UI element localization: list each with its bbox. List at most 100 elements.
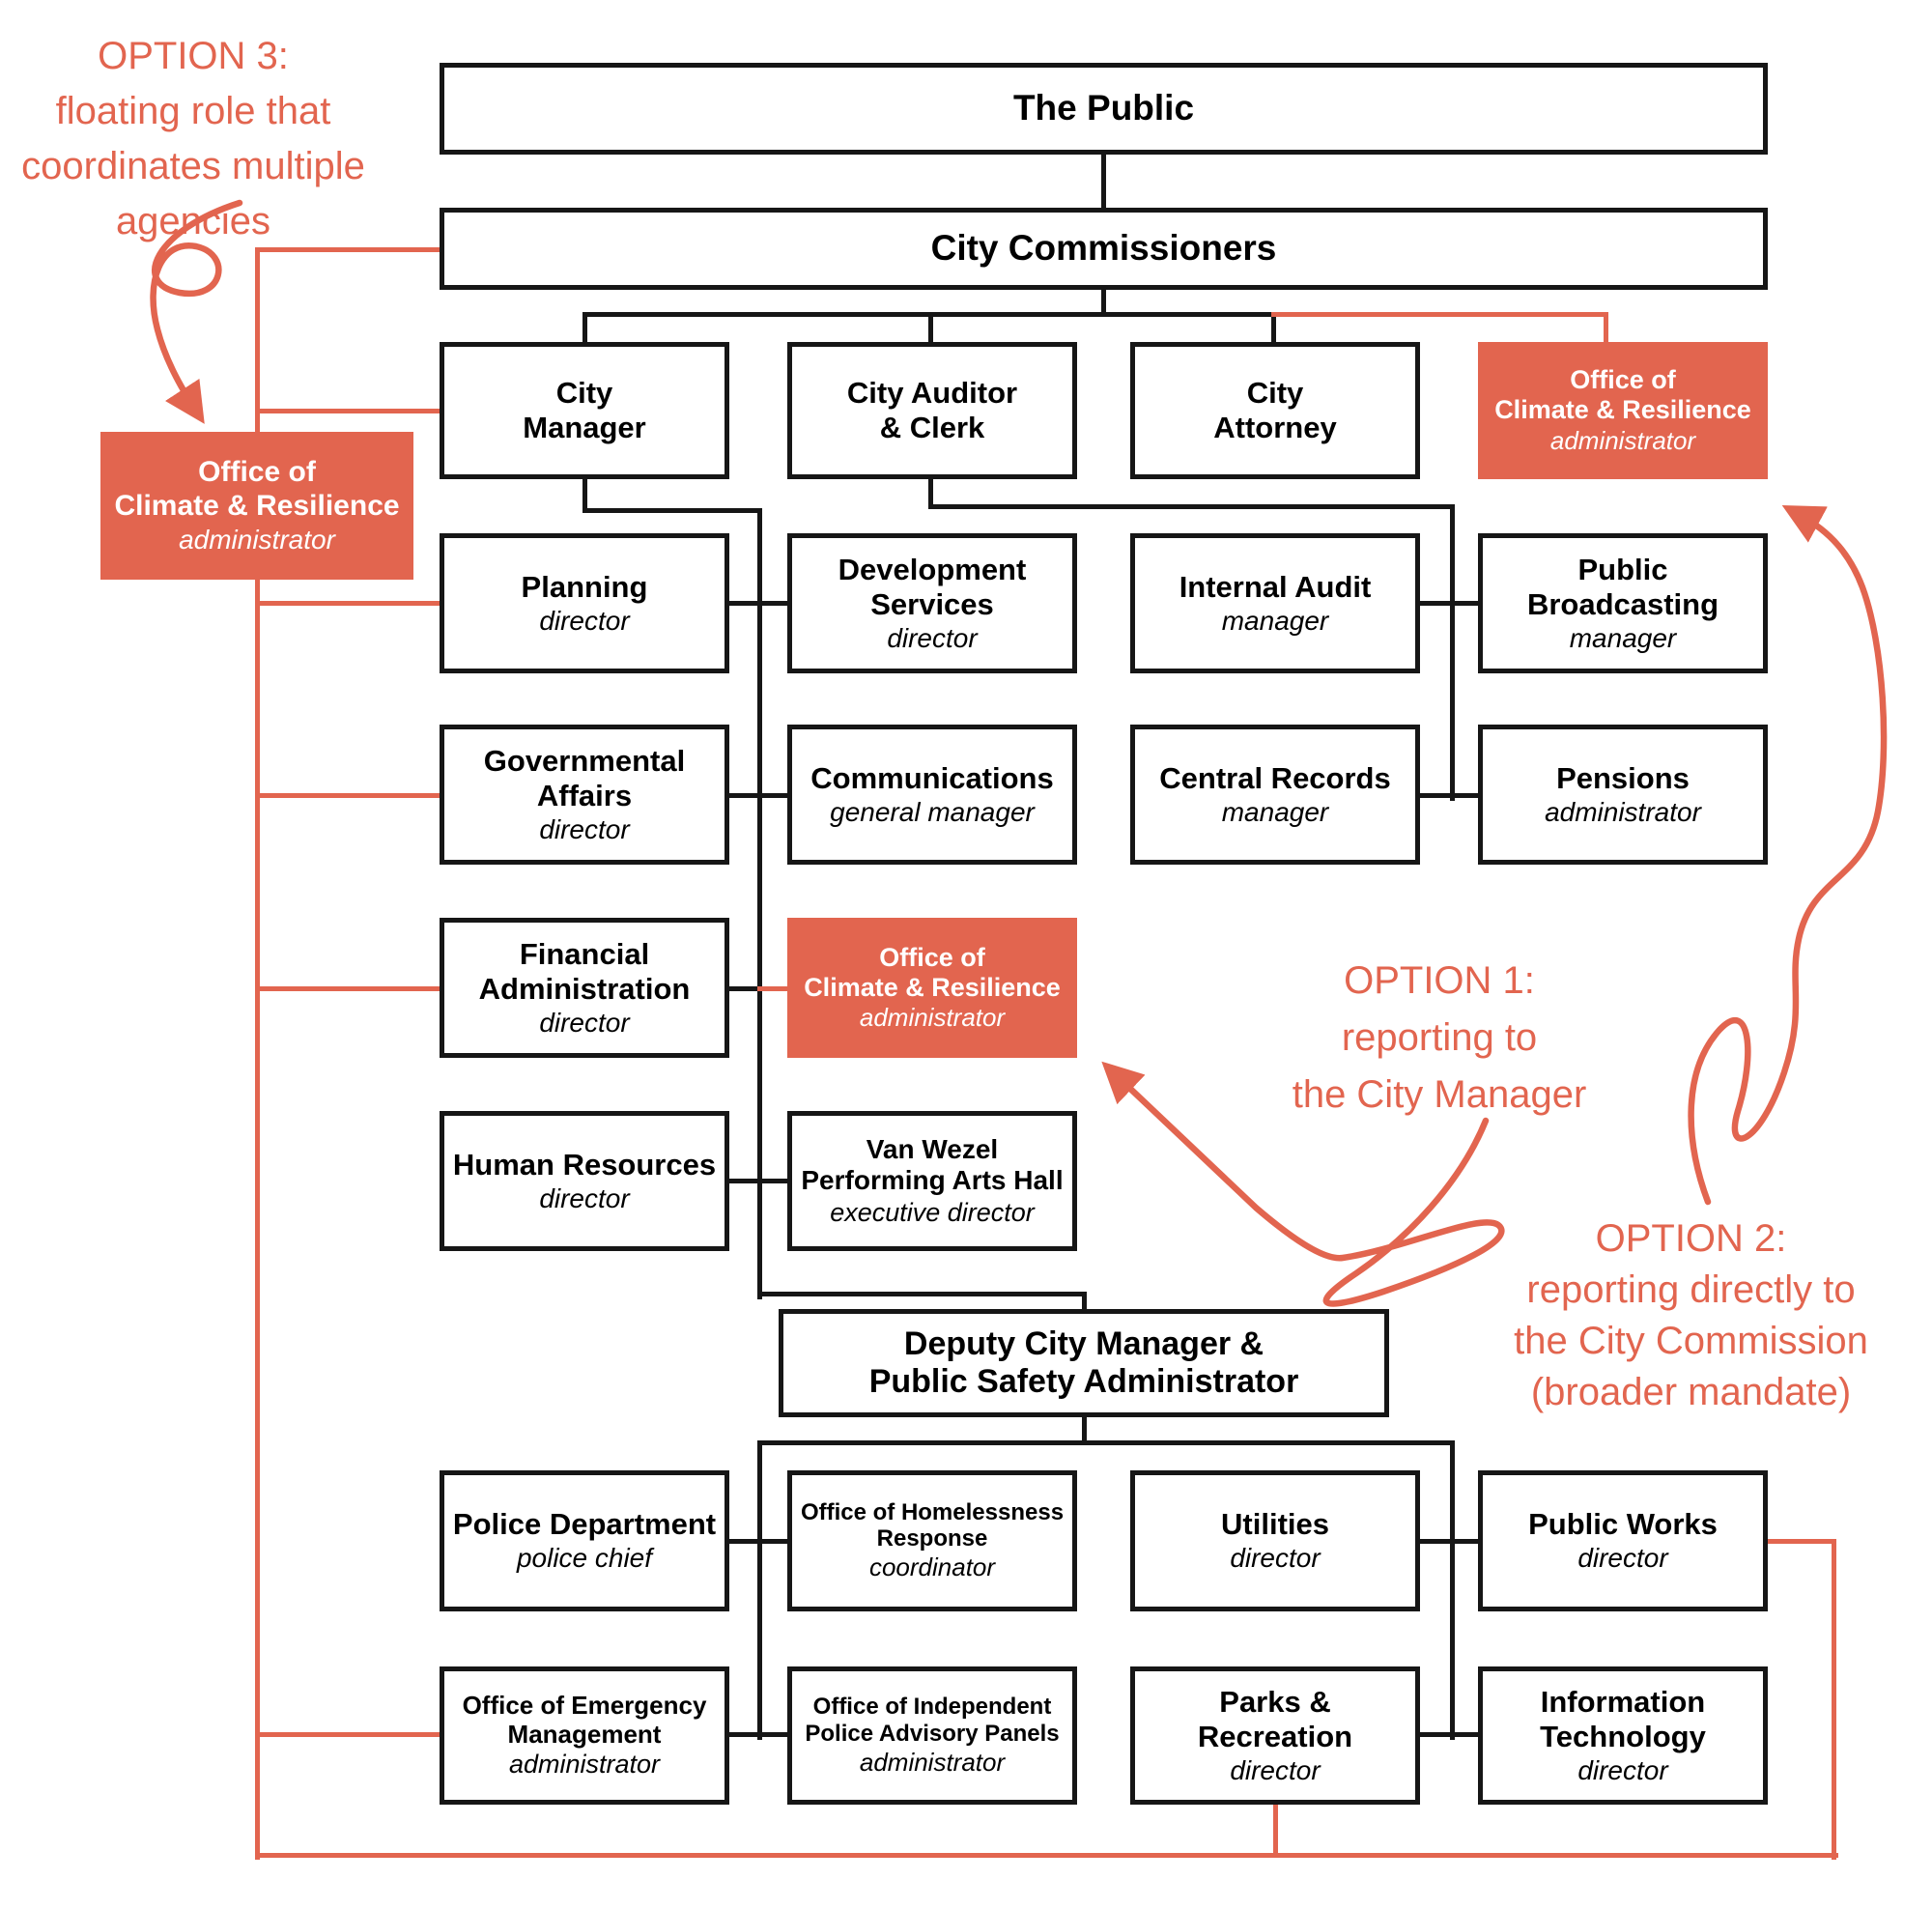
option1-label-line: reporting to [1341, 1016, 1538, 1059]
connector-line-black [582, 311, 587, 345]
org-box-title-line: Public Works [1528, 1507, 1718, 1542]
connector-line-accent [254, 1731, 442, 1737]
org-box-title-line: Information [1540, 1684, 1706, 1719]
org-box-title-line: Performing Arts Hall [801, 1165, 1064, 1196]
org-box-subtitle: manager [1221, 796, 1329, 827]
org-box-title-line: Office of Emergency [462, 1691, 707, 1721]
org-box-title-line: Recreation [1197, 1719, 1353, 1753]
org-box-title-line: Climate & Resilience [1494, 395, 1751, 425]
connector-line-accent [1270, 311, 1608, 317]
connector-line-black [726, 1538, 790, 1544]
connector-line-accent [254, 1852, 1838, 1858]
option3-label-line: agencies [115, 200, 271, 242]
connector-line-black [582, 476, 587, 513]
org-box-subtitle: director [539, 605, 630, 636]
org-box-title-line: City Commissioners [930, 228, 1277, 269]
org-box-title-line: Planning [521, 569, 648, 604]
org-box-subtitle: coordinator [868, 1552, 996, 1582]
connector-line-black [1100, 152, 1106, 211]
connector-line-black [1081, 1291, 1087, 1312]
org-box-subtitle: director [1577, 1754, 1668, 1785]
org-box-city-auditor-clerk: City Auditor& Clerk [787, 342, 1077, 479]
org-box-title-line: & Clerk [879, 411, 985, 444]
org-box-city-commissioners: City Commissioners [440, 208, 1768, 290]
connector-line-black [1417, 1538, 1481, 1544]
connector-line-black [927, 503, 1455, 509]
org-box-subtitle: administrator [859, 1003, 1006, 1033]
org-box-subtitle: director [539, 1007, 630, 1038]
option1-label-line: OPTION 1: [1344, 959, 1535, 1002]
org-box-subtitle: director [1230, 1754, 1321, 1785]
connector-line-black [927, 476, 933, 509]
org-box-subtitle: police chief [516, 1543, 653, 1574]
connector-line-black [1270, 311, 1276, 345]
org-box-title-line: Manager [523, 411, 646, 444]
connector-line-black [726, 985, 762, 991]
org-box-title-line: Van Wezel [866, 1133, 999, 1164]
connector-line-accent [254, 567, 260, 1860]
org-box-subtitle: administrator [859, 1747, 1006, 1777]
org-box-title-line: Broadcasting [1526, 586, 1719, 621]
connector-line-accent [254, 600, 442, 606]
org-box-subtitle: administrator [1549, 425, 1696, 455]
org-box-title-line: City [555, 376, 613, 411]
org-box-title-line: Office of Homelessness [800, 1498, 1065, 1525]
connector-line-black [1417, 792, 1481, 798]
connector-line-accent [254, 985, 442, 991]
org-box-title-line: Technology [1540, 1719, 1706, 1753]
connector-line-accent [1831, 1538, 1836, 1860]
org-box-title-line: Governmental [483, 743, 686, 778]
org-box-title-line: Public Safety Administrator [868, 1363, 1299, 1400]
org-box-title-line: Climate & Resilience [804, 972, 1061, 1002]
option2-label-line: the City Commission [1514, 1320, 1868, 1362]
connector-line-black [726, 792, 790, 798]
connector-line-black [756, 507, 762, 1299]
org-box-the-public: The Public [440, 63, 1768, 155]
org-box-title-line: Central Records [1159, 760, 1391, 795]
org-box-title-line: Pensions [1556, 760, 1690, 795]
connector-line-black [726, 600, 790, 606]
org-box-title-line: Management [507, 1720, 662, 1750]
org-box-subtitle: general manager [830, 796, 1035, 827]
connector-line-black [1449, 503, 1455, 801]
connector-line-accent [254, 246, 260, 447]
org-box-title-line: Climate & Resilience [114, 489, 400, 522]
org-box-title-line: Utilities [1221, 1507, 1329, 1542]
org-box-subtitle: administrator [179, 524, 335, 555]
org-box-title-line: Services [870, 586, 994, 621]
org-box-subtitle: administrator [508, 1750, 661, 1780]
org-box-subtitle: director [1230, 1543, 1321, 1574]
org-box-title-line: Office of [879, 942, 985, 972]
org-box-subtitle: director [887, 622, 978, 653]
org-box-title-line: Police Department [452, 1507, 717, 1542]
org-box-title-line: Attorney [1213, 411, 1337, 444]
org-box-title-line: Communications [810, 760, 1054, 795]
connector-line-accent [254, 246, 442, 252]
connector-line-black [1417, 600, 1481, 606]
org-box-subtitle: administrator [1545, 796, 1701, 827]
org-box-title-line: Office of [198, 455, 316, 488]
org-box-subtitle: manager [1221, 605, 1329, 636]
org-box-title-line: Human Resources [452, 1147, 717, 1182]
